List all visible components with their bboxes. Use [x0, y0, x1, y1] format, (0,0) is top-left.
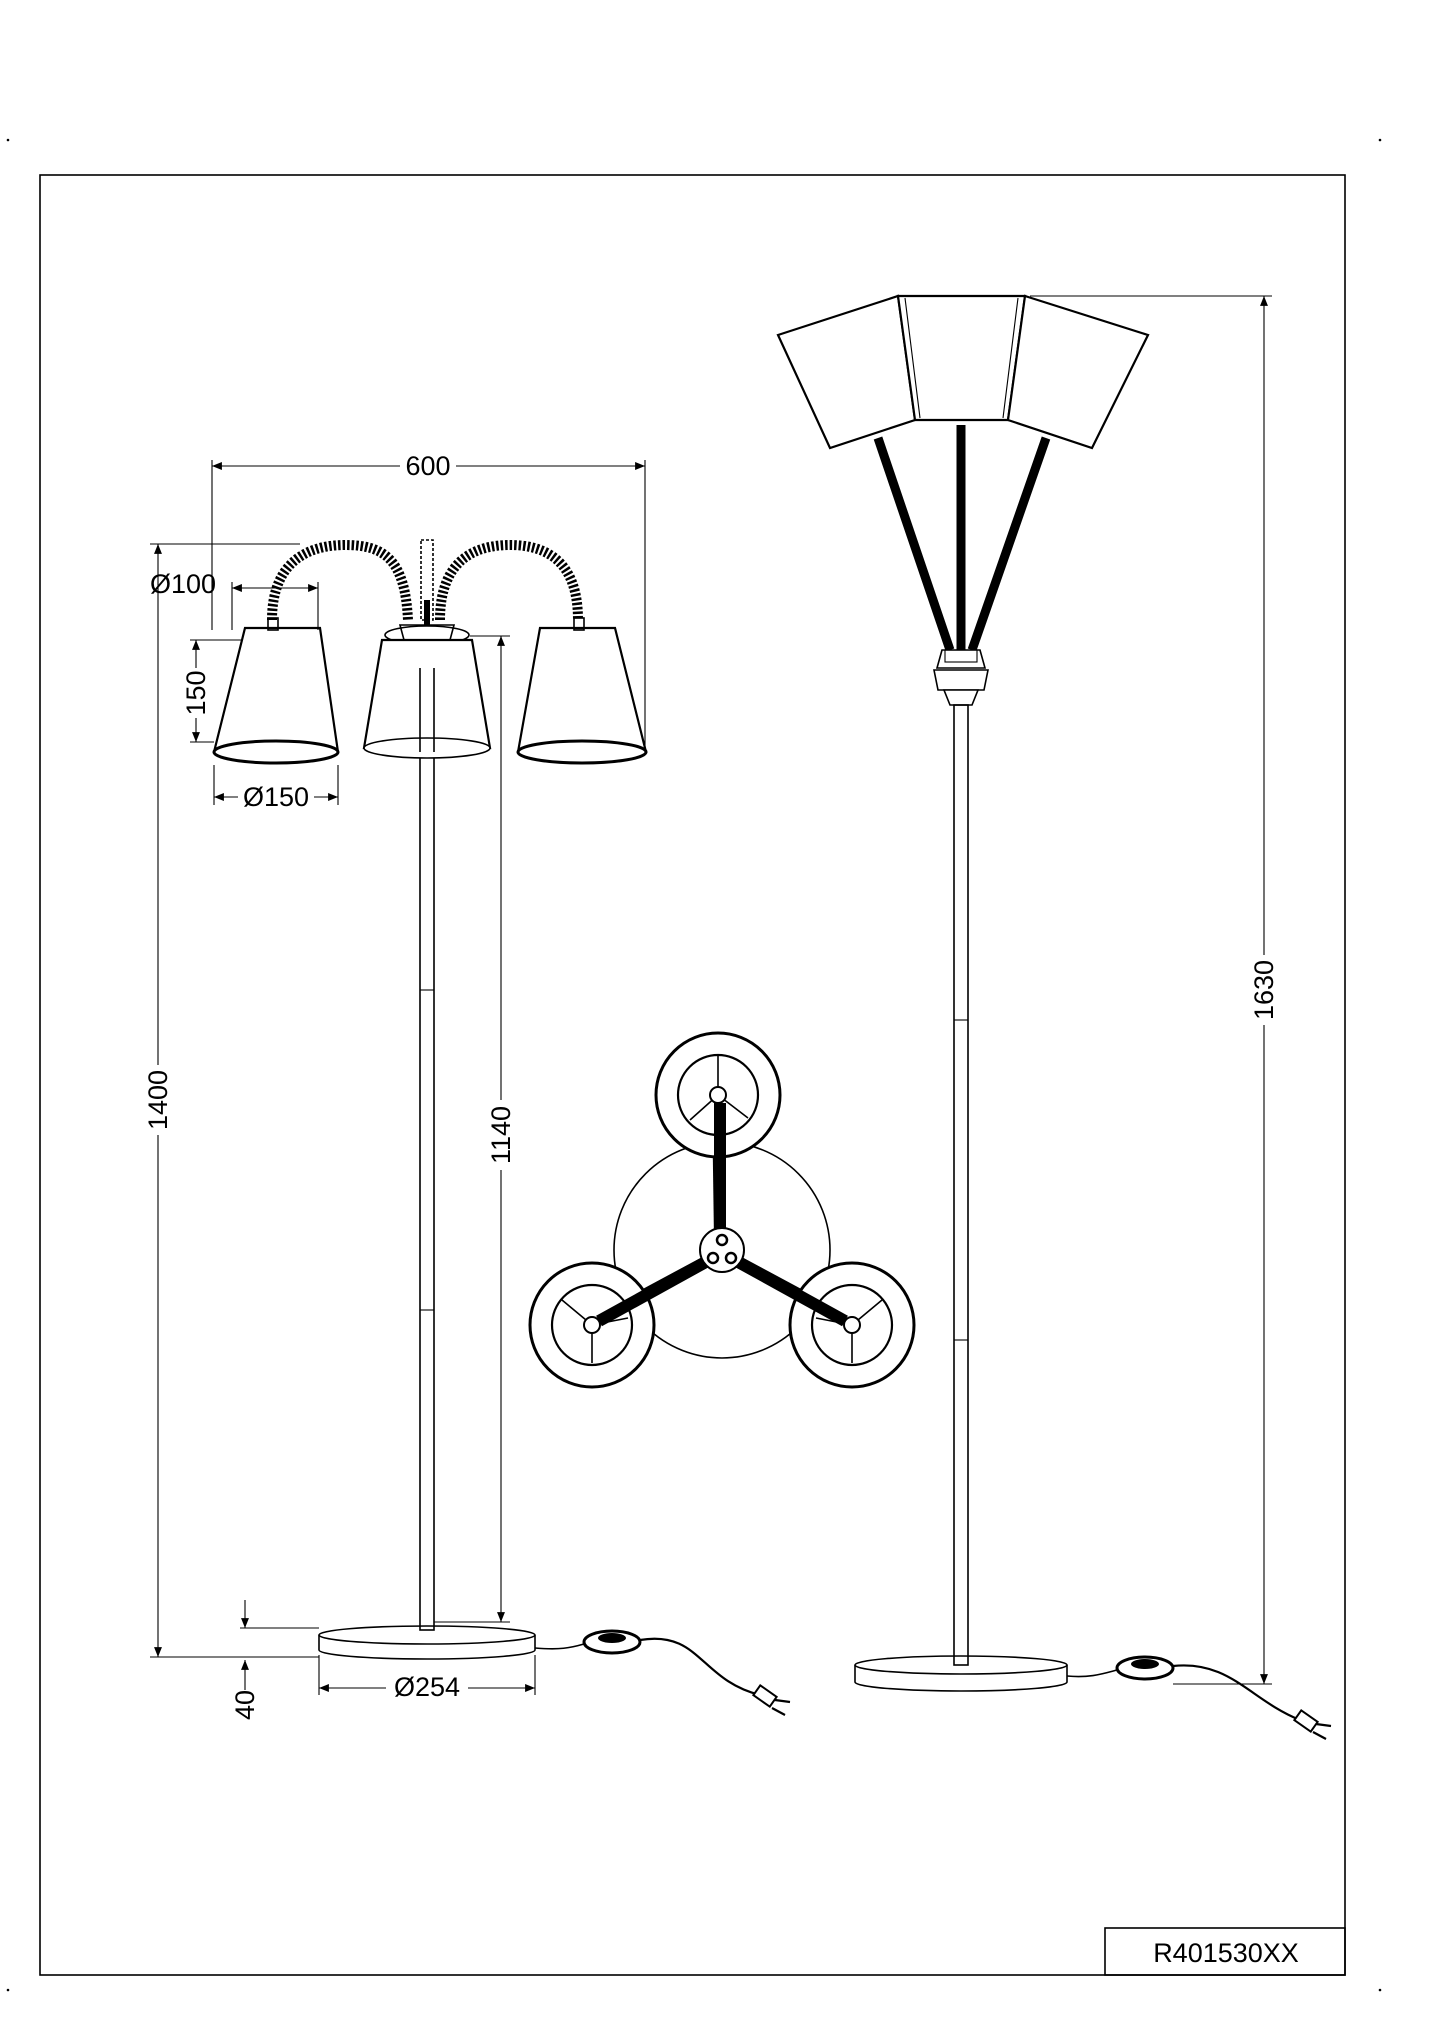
front-view-lamp — [212, 539, 791, 1716]
front-view-dimensions: 600 Ø100 150 Ø150 1400 1140 40 — [143, 450, 646, 1720]
dim-shade-bottom-diameter: Ø150 — [243, 782, 309, 812]
top-view-shade-top — [654, 1031, 782, 1240]
gooseneck-right — [435, 539, 583, 621]
dim-shade-height: 150 — [181, 670, 211, 715]
base-side — [854, 1655, 1068, 1692]
dim-shade-top-diameter: Ø100 — [150, 569, 216, 599]
title-block: R401530XX — [1104, 1927, 1346, 1976]
dim-total-height-left: 1400 — [143, 1070, 173, 1130]
dim-total-height-right: 1630 — [1249, 960, 1279, 1020]
top-view-lamp — [528, 1031, 916, 1389]
dim-base-diameter: Ø254 — [394, 1672, 460, 1702]
shade-left — [212, 617, 340, 765]
registration-marks — [6, 138, 1382, 1992]
foot-switch-front — [534, 1629, 791, 1716]
gooseneck-left — [267, 539, 413, 621]
foot-switch-side — [1066, 1655, 1332, 1740]
stem-side — [953, 704, 969, 1666]
side-view-shades — [776, 294, 1150, 450]
top-view-shade-left — [528, 1252, 716, 1389]
stem-front — [419, 667, 435, 1631]
product-code: R401530XX — [1153, 1938, 1299, 1968]
shade-right — [516, 617, 648, 765]
shade-middle — [362, 638, 492, 759]
plug-front — [751, 1683, 791, 1716]
plug-side — [1292, 1708, 1332, 1740]
side-view-lamp — [776, 294, 1332, 1740]
side-view-dimensions: 1630 — [1030, 295, 1279, 1685]
dim-overall-width: 600 — [405, 451, 450, 481]
drawing-frame — [39, 174, 1346, 1976]
dim-base-thickness: 40 — [230, 1690, 260, 1720]
dim-stem-height: 1140 — [486, 1106, 516, 1164]
top-view-shade-right — [728, 1252, 916, 1389]
base-front — [318, 1625, 536, 1660]
